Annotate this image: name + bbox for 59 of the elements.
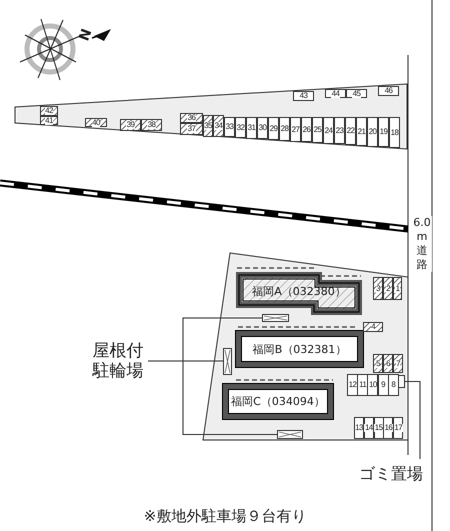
parking-space: 26	[301, 117, 312, 142]
parking-space: 31	[246, 117, 257, 139]
parking-space: 30	[257, 117, 268, 139]
parking-space: 22	[345, 117, 356, 145]
label-text: 屋根付駐輪場	[88, 340, 148, 382]
parking-space: 17	[393, 417, 404, 439]
parking-space: 32	[235, 117, 246, 138]
label-text: ゴミ置場	[350, 463, 432, 485]
parking-space: 34	[213, 115, 224, 137]
parking-space: 25	[312, 117, 323, 143]
parking-space: 7	[393, 354, 403, 373]
parking-space: 3	[373, 277, 383, 300]
parking-space: 42	[40, 106, 58, 116]
parking-space: 21	[356, 117, 367, 146]
bicycle-parking-box	[262, 314, 289, 322]
building-box: 福岡B（032381）	[236, 331, 363, 367]
parking-space: 35	[203, 115, 213, 137]
parking-space: 10	[367, 374, 378, 396]
road-label: 6.0m道路	[412, 216, 432, 272]
parking-space: 6	[383, 354, 393, 373]
parking-space: 36	[180, 113, 203, 123]
parking-space: 5	[373, 354, 383, 373]
parking-space: 39	[120, 119, 141, 131]
building-box: 福岡C（034094）	[223, 384, 333, 419]
parking-space: 20	[367, 117, 378, 147]
parking-space: 2	[383, 277, 393, 300]
parking-space: 14	[364, 417, 374, 439]
parking-space: 4	[363, 322, 383, 332]
parking-space: 40	[85, 118, 107, 127]
parking-space: 37	[180, 123, 203, 135]
bicycle-parking-box	[277, 430, 303, 439]
footnote-text: ※敷地外駐車場９台有り	[142, 507, 308, 526]
parking-space: 38	[141, 119, 162, 131]
parking-space: 41	[40, 116, 58, 125]
parking-space: 24	[323, 117, 334, 144]
building-box: 福岡A（032380）	[236, 272, 362, 315]
leader-line	[404, 381, 420, 460]
parking-space: 1	[393, 277, 402, 300]
parking-space: 45	[346, 89, 367, 98]
parking-space: 11	[357, 374, 368, 396]
parking-space: 46	[378, 86, 399, 96]
parking-space: 8	[388, 374, 399, 396]
parking-space: 12	[347, 374, 358, 396]
parking-space: 33	[224, 117, 235, 137]
parking-space: 43	[293, 91, 314, 101]
parking-space: 15	[374, 417, 384, 439]
parking-space: 27	[290, 117, 301, 142]
parking-space: 19	[378, 117, 389, 147]
north-label: N	[77, 27, 94, 43]
parking-space: 23	[334, 117, 345, 144]
parking-space: 29	[268, 117, 279, 140]
parking-space: 44	[325, 89, 346, 98]
leader-line	[148, 360, 278, 435]
bicycle-parking-box	[223, 348, 232, 375]
parking-space: 28	[279, 117, 290, 141]
parking-space: 18	[389, 117, 400, 148]
parking-space: 9	[378, 374, 389, 396]
parking-space: 13	[354, 417, 364, 439]
parking-space: 16	[383, 417, 394, 439]
